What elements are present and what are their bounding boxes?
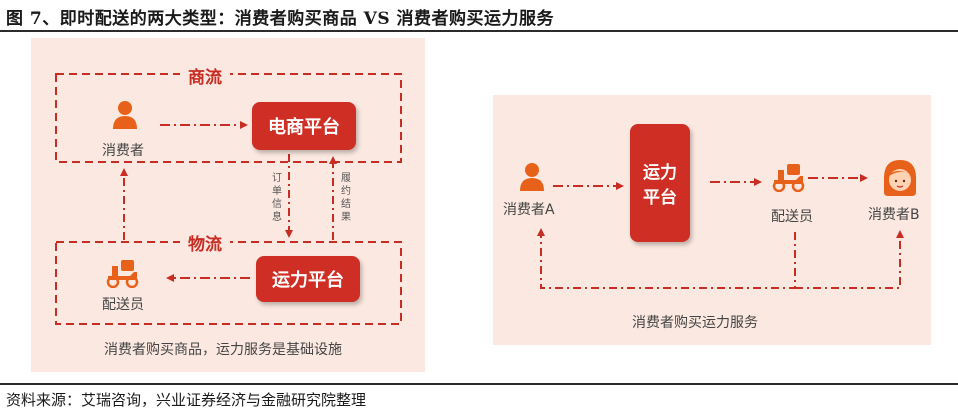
ecommerce-platform-box: 电商平台 xyxy=(252,102,356,150)
consumer-a-person-icon xyxy=(520,163,544,191)
right-caption: 消费者购买运力服务 xyxy=(632,315,758,331)
consumer-b-face-icon xyxy=(884,160,916,196)
right-logistics-platform-box: 运力平台 xyxy=(630,124,690,242)
left-logistics-platform-box: 运力平台 xyxy=(256,256,360,302)
loop-to-consumerb xyxy=(795,230,904,289)
order-info-label: 订单信息 xyxy=(272,173,282,223)
top-rule xyxy=(0,30,958,32)
right-courier-scooter-icon xyxy=(772,164,805,192)
left-diagram-panel xyxy=(31,38,425,372)
commerce-flow-label: 商流 xyxy=(180,63,230,88)
bottom-rule xyxy=(0,383,958,385)
left-courier-label: 配送员 xyxy=(102,297,144,313)
fulfillment-result-label: 履约结果 xyxy=(341,173,351,223)
right-courier-label: 配送员 xyxy=(771,209,813,225)
logistics-flow-label: 物流 xyxy=(180,230,230,255)
courier-scooter-icon xyxy=(106,260,139,288)
left-caption: 消费者购买商品，运力服务是基础设施 xyxy=(104,342,342,358)
left-consumer-label: 消费者 xyxy=(102,143,144,159)
consumer-b-label: 消费者B xyxy=(868,207,920,223)
figure-title: 图 7、即时配送的两大类型：消费者购买商品 VS 消费者购买运力服务 xyxy=(6,9,555,29)
source-note: 资料来源：艾瑞咨询，兴业证券经济与金融研究院整理 xyxy=(6,391,367,409)
loop-back-to-consumera xyxy=(537,228,796,289)
consumer-person-icon xyxy=(113,101,137,129)
consumer-a-label: 消费者A xyxy=(503,202,555,218)
